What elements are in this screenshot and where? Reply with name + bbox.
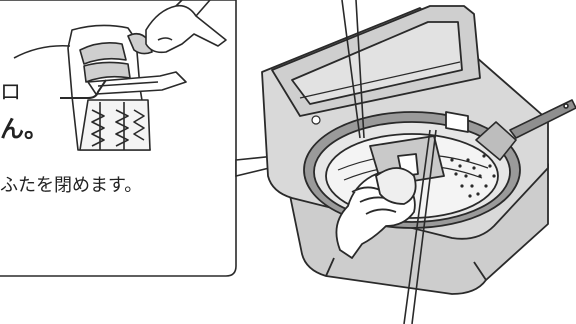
close-lid-instruction: ふたを閉めます。 (0, 177, 142, 195)
sentence-end-text: ん。 (0, 117, 48, 141)
label-fragment-text: ロ (0, 82, 21, 103)
